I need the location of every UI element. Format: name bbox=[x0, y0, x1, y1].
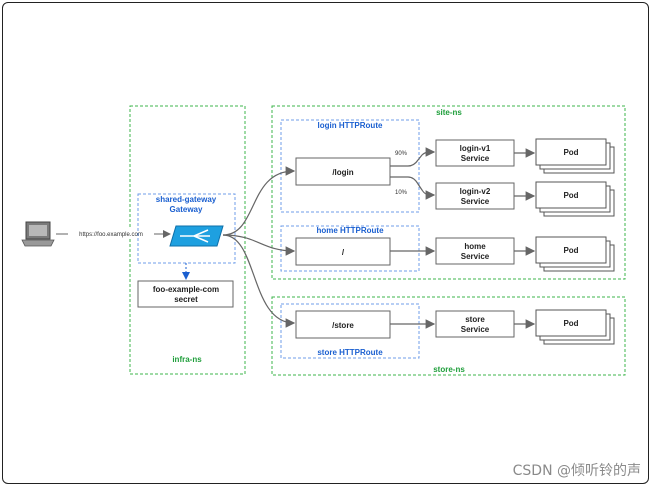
laptop-icon bbox=[21, 221, 55, 247]
watermark: CSDN @倾听铃的声 bbox=[512, 463, 641, 479]
gateway-name: shared-gateway bbox=[156, 195, 217, 204]
store-route-box bbox=[295, 310, 391, 339]
secret-box bbox=[137, 280, 234, 308]
login-v1-service-name: login-v1 bbox=[460, 144, 491, 153]
gateway-boundary bbox=[137, 193, 236, 264]
gateway-to-login-curve bbox=[222, 166, 296, 236]
store-pod-label: Pod bbox=[563, 319, 578, 328]
login-v1-pod-stack: Pod bbox=[535, 138, 615, 174]
home-route-path: / bbox=[342, 248, 345, 257]
secret-name: foo-example-com bbox=[153, 285, 219, 294]
store-httproute-boundary bbox=[280, 303, 420, 359]
home-httproute-boundary bbox=[280, 225, 420, 272]
store-ns-boundary bbox=[271, 296, 626, 376]
login-v2-pod-stack: Pod bbox=[535, 181, 615, 217]
login-v2-service-box bbox=[435, 182, 515, 210]
store-service-box bbox=[435, 310, 515, 338]
store-ns-label: store-ns bbox=[433, 365, 465, 374]
store-service-name: store bbox=[465, 315, 485, 324]
gateway-to-home-curve bbox=[222, 234, 296, 256]
login-to-v2-arrow bbox=[390, 176, 436, 200]
infra-ns-boundary bbox=[129, 105, 246, 375]
home-service-box bbox=[435, 237, 515, 265]
infra-ns-label: infra-ns bbox=[172, 355, 202, 364]
secret-kind: secret bbox=[174, 295, 198, 304]
login-v1-service-kind: Service bbox=[461, 154, 490, 163]
site-ns-label: site-ns bbox=[436, 108, 462, 117]
store-httproute-title: store HTTPRoute bbox=[317, 348, 383, 357]
home-service-kind: Service bbox=[461, 252, 490, 261]
home-pod-label: Pod bbox=[563, 246, 578, 255]
home-pod-stack: Pod bbox=[535, 236, 615, 272]
gateway-kind: Gateway bbox=[170, 205, 203, 214]
home-httproute-title: home HTTPRoute bbox=[316, 226, 384, 235]
store-route-path: /store bbox=[332, 321, 354, 330]
login-to-v1-arrow bbox=[390, 147, 436, 167]
store-pod-stack: Pod bbox=[535, 309, 615, 345]
login-v2-service-name: login-v2 bbox=[460, 187, 491, 196]
login-route-path: /login bbox=[332, 168, 353, 177]
gateway-icon bbox=[169, 225, 224, 247]
login-v2-service-kind: Service bbox=[461, 197, 490, 206]
login-v1-service-box bbox=[435, 139, 515, 167]
store-service-kind: Service bbox=[461, 325, 490, 334]
login-v2-pod-label: Pod bbox=[563, 191, 578, 200]
gateway-to-store-curve bbox=[222, 234, 296, 328]
login-split-90: 90% bbox=[395, 151, 408, 157]
login-httproute-title: login HTTPRoute bbox=[318, 121, 383, 130]
login-v1-pod-label: Pod bbox=[563, 148, 578, 157]
login-split-10: 10% bbox=[395, 190, 408, 196]
site-ns-boundary bbox=[271, 105, 626, 280]
login-route-box bbox=[295, 157, 391, 186]
home-route-box bbox=[295, 237, 391, 266]
client-url: https://foo.example.com bbox=[79, 232, 143, 238]
image-frame bbox=[2, 2, 649, 484]
home-service-name: home bbox=[464, 242, 486, 251]
